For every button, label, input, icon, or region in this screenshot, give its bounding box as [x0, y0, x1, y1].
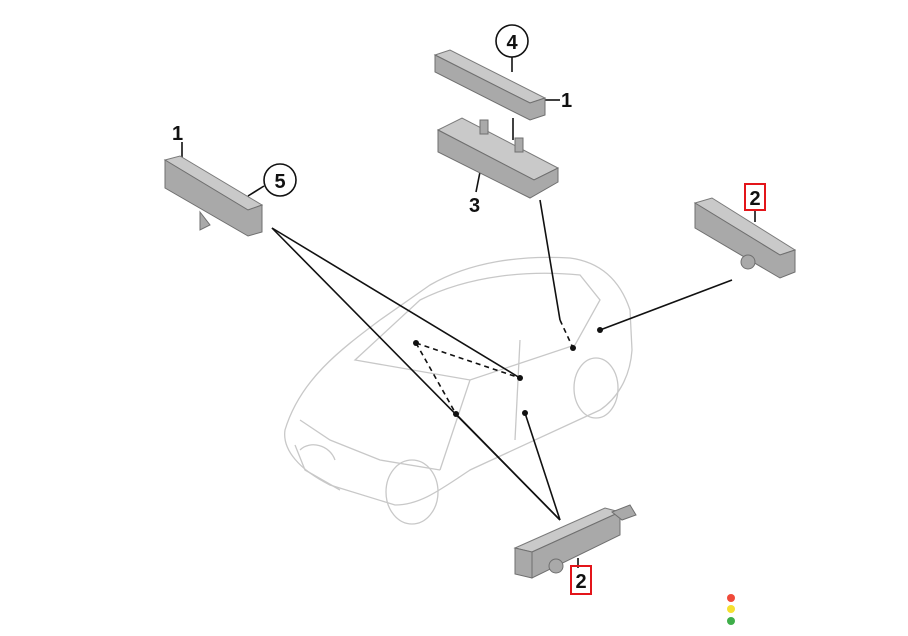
status-dot-red: [727, 594, 735, 602]
callout-circle-4: [495, 24, 529, 58]
leader-lines: [181, 56, 756, 568]
connection-dots: [413, 327, 603, 417]
highlight-box-2-right: [744, 183, 766, 211]
callout-circle-5: [263, 163, 297, 197]
antenna-module-left: [163, 155, 264, 237]
callout-1-top: 1: [561, 90, 572, 112]
callout-5: 5: [274, 171, 285, 193]
car-outline: [284, 256, 633, 525]
status-dot-yellow: [727, 605, 735, 613]
callout-1-left: 1: [172, 123, 183, 145]
bracket-part-3: [436, 117, 560, 199]
antenna-module-right: [693, 197, 797, 279]
callout-4: 4: [506, 32, 518, 54]
antenna-module-top: [433, 49, 547, 121]
callout-2-right: 2: [749, 188, 760, 210]
antenna-module-bottom: [513, 504, 637, 579]
callout-2-bottom: 2: [575, 571, 586, 593]
callout-3: 3: [469, 195, 480, 217]
status-dot-green: [727, 617, 735, 625]
highlight-box-2-bottom: [570, 565, 592, 595]
